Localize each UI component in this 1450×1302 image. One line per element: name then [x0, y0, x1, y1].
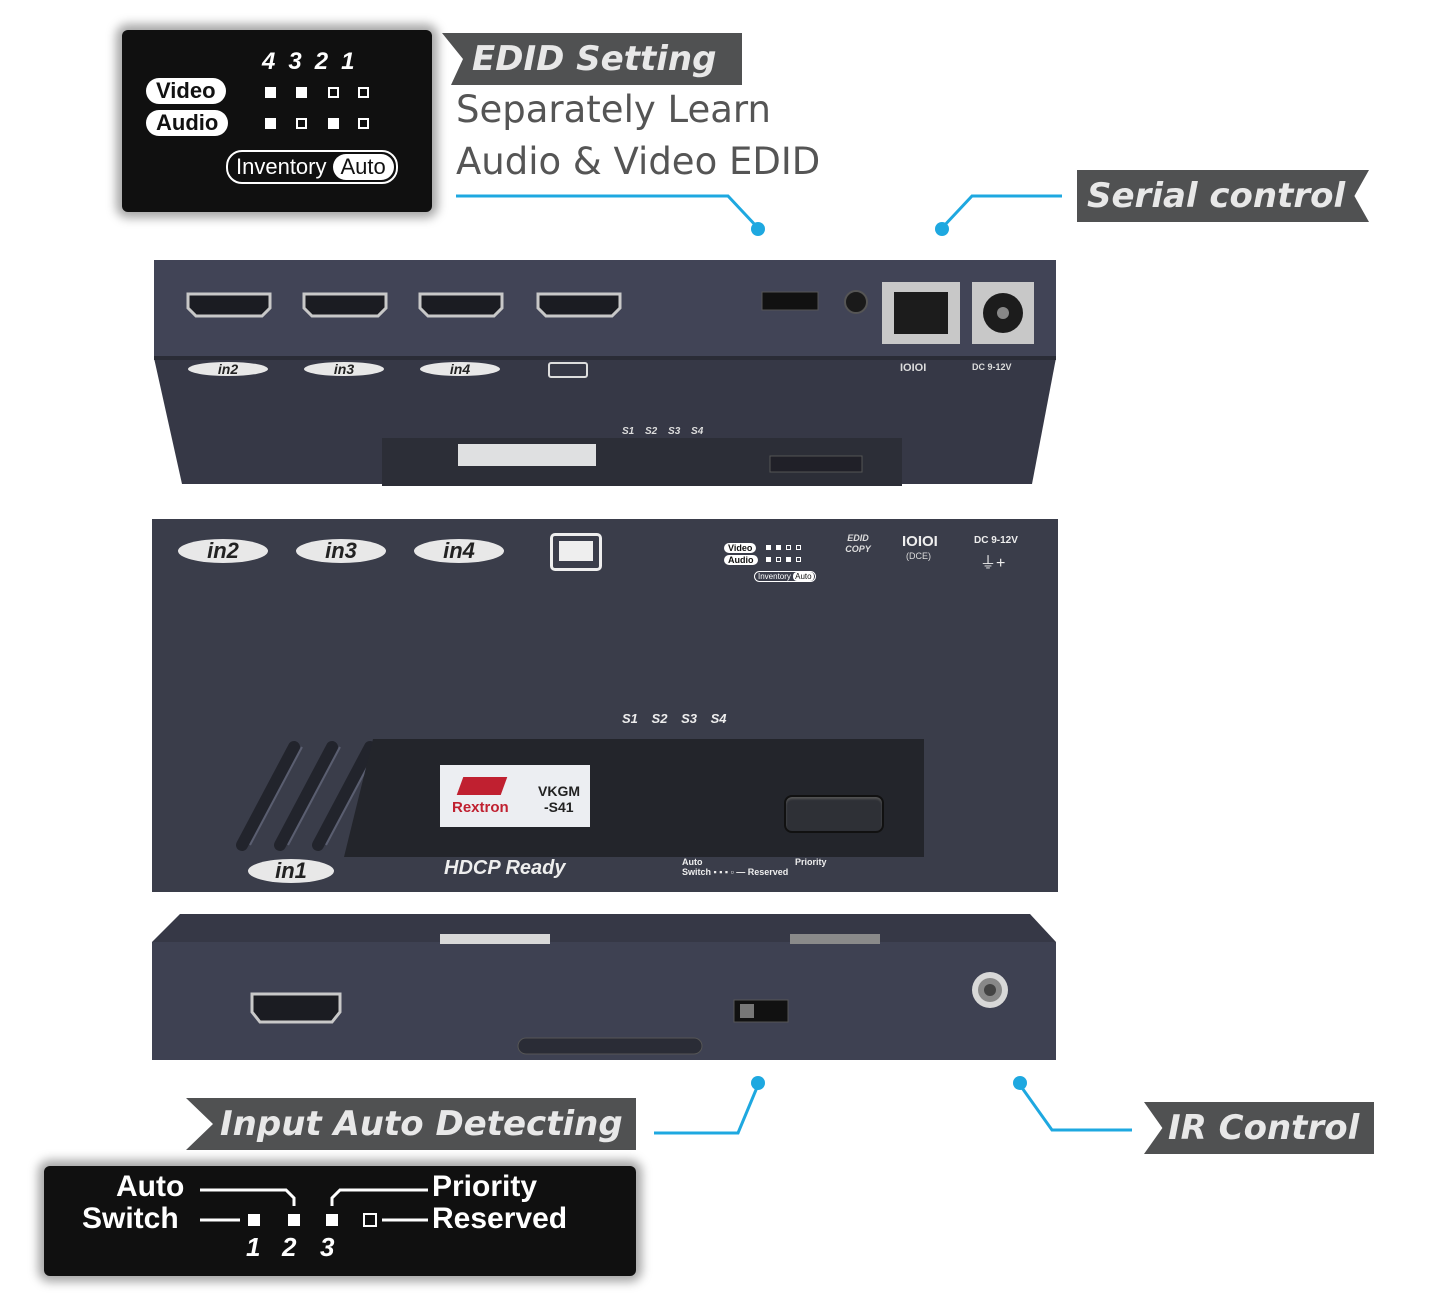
input-auto-detecting-banner: Input Auto Detecting: [186, 1098, 636, 1150]
auto-switch-connector-lines: [200, 1188, 428, 1227]
auto-switch-number-3: 3: [320, 1232, 335, 1262]
rear-monitor-icon: [548, 362, 588, 378]
top-audio-label: Audio: [724, 555, 758, 565]
top-led: [796, 545, 801, 550]
video-led-3: [296, 87, 307, 98]
rs232-symbol: IOIOI: [902, 533, 938, 550]
video-led-2: [328, 87, 339, 98]
audio-led-4: [265, 118, 276, 129]
device-top-view: in2 in3 in4 Video Audio Inventory Auto E…: [152, 519, 1058, 892]
top-reserved-text: Reserved: [747, 867, 789, 877]
rear-label-in2: in2: [188, 362, 268, 376]
inventory-text: Inventory: [236, 154, 327, 179]
rear-view-body: [154, 260, 1056, 486]
front-panel-window: Rextron VKGM -S41: [344, 739, 924, 857]
vent-slots: [236, 741, 379, 851]
top-auto-text: Auto: [793, 572, 814, 581]
top-label-in2: in2: [178, 539, 268, 563]
edid-description: Separately Learn Audio & Video EDID: [456, 84, 820, 188]
top-inventory-auto: Inventory Auto: [754, 571, 816, 582]
serial-control-banner: Serial control: [1077, 170, 1369, 222]
inventory-auto-label: Inventory Auto: [226, 150, 398, 184]
auto-switch-inset: Auto Switch Priority Reserved 1 2 3: [44, 1166, 636, 1276]
ir-control-title: IR Control: [1168, 1108, 1360, 1148]
rear-label-in4: in4: [420, 362, 500, 376]
dc-power-label: DC 9-12V: [974, 535, 1018, 546]
edid-desc-line1: Separately Learn: [456, 88, 771, 131]
led-label-s4: S4: [710, 711, 727, 726]
serial-control-title: Serial control: [1087, 176, 1346, 216]
edid-led-inset: 4321 Video Audio Inventory Auto: [122, 30, 432, 212]
video-led-1: [358, 87, 369, 98]
model-line1: VKGM: [538, 783, 580, 799]
device-rear-view: in2 in3 in4 IOIOI DC 9-12V S1 S2 S3 S4: [152, 258, 1058, 488]
rear-led-s3: S3: [668, 426, 681, 437]
audio-led-2: [328, 118, 339, 129]
brand-label-plate: Rextron VKGM -S41: [440, 765, 590, 827]
select-button[interactable]: [784, 795, 884, 833]
led-label-s2: S2: [651, 711, 668, 726]
rear-led-s1: S1: [622, 426, 635, 437]
rear-led-s4: S4: [691, 426, 704, 437]
audio-led-1: [358, 118, 369, 129]
edid-col-4: 4: [262, 48, 289, 75]
edid-setting-title: EDID Setting: [472, 39, 717, 79]
top-led: [786, 557, 791, 562]
edid-copy-label: EDID COPY: [845, 533, 871, 554]
video-label: Video: [146, 78, 226, 104]
top-label-in3: in3: [296, 539, 386, 563]
top-led: [776, 545, 781, 550]
auto-switch-switch-label: Switch: [82, 1202, 179, 1235]
auto-switch-number-2: 2: [282, 1232, 297, 1262]
top-label-in1: in1: [248, 859, 334, 883]
edid-desc-line2: Audio & Video EDID: [456, 140, 821, 183]
rear-label-in3: in3: [304, 362, 384, 376]
rear-rs232-symbol: IOIOI: [900, 362, 927, 374]
top-priority-text: Priority: [795, 857, 827, 867]
rs232-dce-label: (DCE): [906, 551, 931, 561]
hdcp-ready-label: HDCP Ready: [444, 857, 566, 879]
top-led: [776, 557, 781, 562]
top-video-label: Video: [724, 543, 757, 553]
top-switch-text: Switch: [682, 867, 712, 877]
audio-led-3: [296, 118, 307, 129]
edid-setting-banner: EDID Setting: [442, 33, 742, 85]
device-front-view: [150, 914, 1060, 1062]
ir-control-banner: IR Control: [1144, 1102, 1374, 1154]
top-led: [766, 545, 771, 550]
top-led: [786, 545, 791, 550]
rear-dc-label: DC 9-12V: [972, 362, 1012, 372]
monitor-icon: [550, 533, 602, 571]
top-edid-silk: Video Audio Inventory Auto: [724, 541, 834, 585]
front-view-body: [152, 914, 1056, 1060]
video-led-4: [265, 87, 276, 98]
led-label-s3: S3: [681, 711, 697, 726]
top-auto-text-small: Auto: [682, 857, 703, 867]
dc-polarity-symbol: ⏚+: [980, 555, 1006, 572]
top-led: [766, 557, 771, 562]
dc-plus: +: [996, 555, 1006, 572]
audio-label: Audio: [146, 110, 229, 136]
edid-col-1: 1: [341, 48, 368, 75]
top-inventory-text: Inventory: [758, 572, 791, 581]
model-line2: -S41: [544, 799, 574, 815]
edid-col-3: 3: [288, 48, 315, 75]
brand-name: Rextron: [452, 799, 509, 816]
top-led: [796, 557, 801, 562]
top-auto-switch-silk: Auto Priority Switch ▪ ▪ ▪ ▫ — Reserved: [682, 857, 827, 877]
top-label-in4: in4: [414, 539, 504, 563]
input-auto-detecting-title: Input Auto Detecting: [220, 1104, 623, 1144]
edid-col-2: 2: [314, 48, 342, 75]
led-labels: S1 S2 S3 S4: [622, 711, 727, 726]
auto-switch-auto-label: Auto: [116, 1170, 185, 1203]
rextron-logo-icon: [456, 777, 508, 795]
rear-led-labels: S1 S2 S3 S4: [622, 426, 703, 437]
rear-led-s2: S2: [645, 426, 658, 437]
led-label-s1: S1: [622, 711, 638, 726]
auto-switch-number-1: 1: [246, 1232, 261, 1262]
reserved-label: Reserved: [432, 1202, 568, 1235]
priority-label: Priority: [432, 1170, 538, 1203]
auto-text: Auto: [332, 154, 394, 180]
